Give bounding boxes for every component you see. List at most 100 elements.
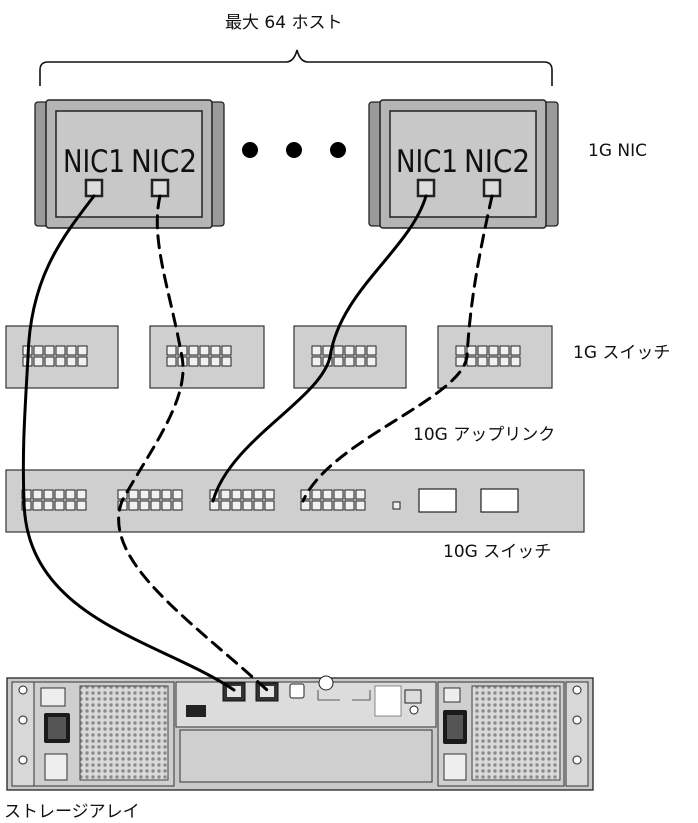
switch-port	[76, 489, 87, 500]
cables	[21, 194, 494, 692]
switch-port	[355, 345, 366, 356]
switch-port	[139, 500, 150, 511]
host-server-1: NIC1 NIC2	[34, 99, 225, 229]
switch-1g-label: 1G スイッチ	[573, 343, 671, 363]
host1-nic1-port	[84, 178, 104, 198]
switch-port	[77, 345, 88, 356]
max-hosts-label: 最大 64 ホスト	[225, 13, 343, 33]
host2-nic1-port	[416, 178, 436, 198]
switch-port	[55, 345, 66, 356]
switch-port	[161, 489, 172, 500]
switch-port	[333, 356, 344, 367]
switch-port	[210, 345, 221, 356]
ellipsis-dot	[330, 142, 346, 158]
switch-port	[477, 356, 488, 367]
switch-10g-led	[392, 501, 401, 510]
switch-port	[21, 500, 32, 511]
switch-port	[344, 356, 355, 367]
switch-port	[264, 500, 275, 511]
uplink-label: 10G アップリンク	[413, 425, 556, 445]
switch-port	[65, 500, 76, 511]
switch-port	[311, 500, 322, 511]
switch-port	[231, 489, 242, 500]
switch-port	[54, 500, 65, 511]
switch-port	[355, 500, 366, 511]
cable-host1-nic2	[117, 194, 269, 692]
switch-port	[209, 500, 220, 511]
uplink-port	[418, 488, 457, 513]
host1-nic2-label: NIC2	[131, 144, 197, 180]
storage-array-label: ストレージアレイ	[4, 802, 140, 822]
switch-port	[499, 356, 510, 367]
switch-port-block	[21, 489, 87, 511]
cable-host2-nic1	[211, 194, 428, 503]
switch-port	[466, 345, 477, 356]
host1-nic1-label: NIC1	[63, 144, 125, 180]
switch-port	[264, 489, 275, 500]
switch-port-block	[166, 345, 232, 367]
switch-port	[322, 489, 333, 500]
switch-port	[242, 500, 253, 511]
switch-port	[43, 489, 54, 500]
switch-port	[253, 500, 264, 511]
switch-port	[311, 356, 322, 367]
ellipsis-dot	[286, 142, 302, 158]
switch-port	[488, 345, 499, 356]
ellipsis-dot	[242, 142, 258, 158]
switch-port	[128, 500, 139, 511]
switch-port	[210, 356, 221, 367]
host2-nic1-label: NIC1	[396, 144, 458, 180]
switch-port	[188, 356, 199, 367]
switch-port	[188, 345, 199, 356]
switch-port	[466, 356, 477, 367]
switch-port	[54, 489, 65, 500]
switch-port	[166, 345, 177, 356]
switch-port	[76, 500, 87, 511]
switch-port	[242, 489, 253, 500]
switches-1g	[5, 325, 553, 389]
switch-port	[221, 345, 232, 356]
switch-port	[199, 356, 210, 367]
switch-port	[311, 489, 322, 500]
switch-port	[355, 489, 366, 500]
host2-nic2-port	[482, 178, 502, 198]
cable-host2-nic2	[301, 194, 494, 503]
switch-port	[32, 489, 43, 500]
switch-port	[355, 356, 366, 367]
switch-port	[172, 500, 183, 511]
switch-10g	[5, 469, 585, 533]
switch-port	[220, 489, 231, 500]
switch-10g-label: 10G スイッチ	[443, 542, 552, 562]
uplink-port	[480, 488, 519, 513]
switch-port	[366, 356, 377, 367]
switch-port	[510, 356, 521, 367]
switch-port	[77, 356, 88, 367]
cable-host1-nic1	[21, 194, 236, 692]
switch-port	[311, 345, 322, 356]
switch-port	[344, 345, 355, 356]
switch-port	[344, 500, 355, 511]
switch-port	[33, 356, 44, 367]
nic-type-label: 1G NIC	[588, 141, 647, 161]
switch-port	[33, 345, 44, 356]
switch-port	[139, 489, 150, 500]
switch-port-block	[117, 489, 183, 511]
switch-port	[43, 500, 54, 511]
switch-port	[344, 489, 355, 500]
switch-port	[510, 345, 521, 356]
storage-array-chassis	[6, 675, 594, 791]
hosts-brace	[39, 49, 553, 86]
switch-port-block	[455, 345, 521, 367]
switch-port	[166, 356, 177, 367]
switch-port	[488, 356, 499, 367]
switch-port	[44, 345, 55, 356]
switch-port	[333, 345, 344, 356]
switch-port	[66, 345, 77, 356]
switch-port	[300, 500, 311, 511]
switch-port	[44, 356, 55, 367]
host1-nic2-port	[150, 178, 170, 198]
switch-port	[21, 489, 32, 500]
switch-port	[220, 500, 231, 511]
switch-port	[66, 356, 77, 367]
